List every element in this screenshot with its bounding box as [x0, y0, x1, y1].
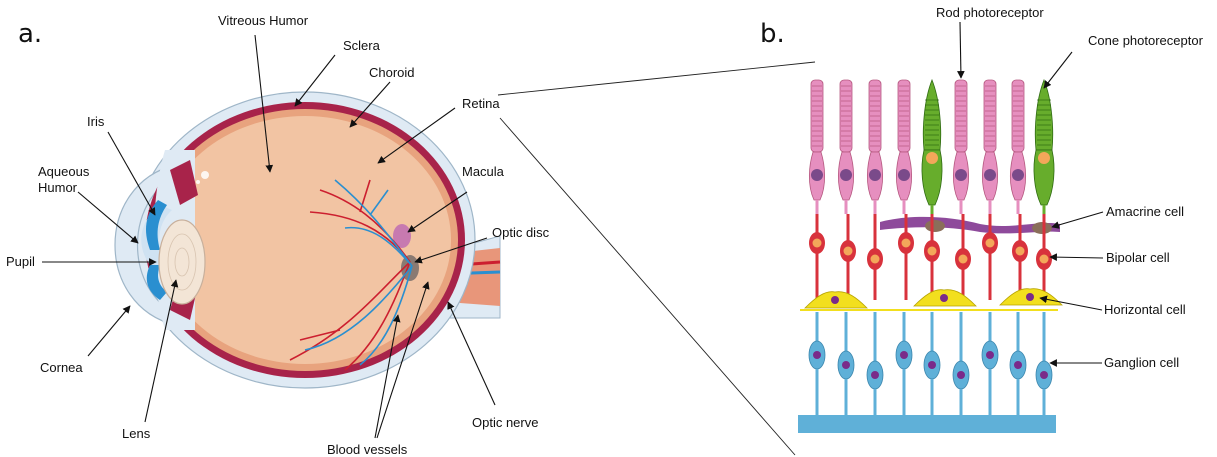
panel-a-label: a. [18, 19, 42, 49]
ganglion-nucleus [1014, 361, 1022, 369]
bipolar-nucleus [1016, 247, 1025, 256]
horizontal-nucleus [940, 294, 948, 302]
cone-nucleus [1038, 152, 1050, 164]
label-bipolar-cell: Bipolar cell [1106, 250, 1170, 265]
label-optic-nerve: Optic nerve [472, 415, 538, 430]
cone-photoreceptor-pointer [1044, 52, 1072, 88]
label-retina: Retina [462, 96, 500, 111]
label-aqueous-humor-line2: Humor [38, 180, 78, 195]
bipolar-nucleus [959, 255, 968, 264]
cone-nucleus [926, 152, 938, 164]
rod-nucleus [869, 169, 881, 181]
label-iris: Iris [87, 114, 105, 129]
rod-photoreceptor-pointer [960, 22, 961, 78]
bipolar-nucleus [813, 239, 822, 248]
rod-nucleus [898, 169, 910, 181]
label-choroid: Choroid [369, 65, 415, 80]
rod-nucleus [984, 169, 996, 181]
ganglion-nucleus [842, 361, 850, 369]
rod-nucleus [811, 169, 823, 181]
bipolar-nucleus [1040, 255, 1049, 264]
label-blood-vessels: Blood vessels [327, 442, 408, 457]
amacrine-cell-body [1032, 222, 1052, 234]
rod-nucleus [840, 169, 852, 181]
zoom-leader-top [498, 62, 815, 95]
eye-cross-section [115, 92, 500, 388]
retina-cell-layers [798, 80, 1062, 433]
ganglion-nucleus [928, 361, 936, 369]
label-amacrine-cell: Amacrine cell [1106, 204, 1184, 219]
cornea-pointer [88, 306, 130, 356]
ganglion-nucleus [813, 351, 821, 359]
zoom-leader-bottom [500, 118, 795, 455]
amacrine-cell-pointer [1052, 212, 1103, 227]
rod-nucleus [1012, 169, 1024, 181]
lens-shape [159, 220, 205, 304]
ganglion-nucleus [957, 371, 965, 379]
label-rod-photoreceptor: Rod photoreceptor [936, 5, 1044, 20]
label-cone-photoreceptor: Cone photoreceptor [1088, 33, 1204, 48]
panel-b-label: b. [760, 19, 785, 49]
bipolar-cell-pointer [1050, 257, 1103, 258]
ganglion-nucleus [871, 371, 879, 379]
label-cornea: Cornea [40, 360, 83, 375]
amacrine-cell-body [925, 220, 945, 232]
label-horizontal-cell: Horizontal cell [1104, 302, 1186, 317]
label-sclera: Sclera [343, 38, 381, 53]
nerve-fiber-layer [798, 415, 1056, 433]
bipolar-nucleus [902, 239, 911, 248]
bipolar-nucleus [986, 239, 995, 248]
label-optic-disc: Optic disc [492, 225, 550, 240]
ganglion-nucleus [900, 351, 908, 359]
label-pupil: Pupil [6, 254, 35, 269]
horizontal-nucleus [831, 296, 839, 304]
horizontal-nucleus [1026, 293, 1034, 301]
bipolar-nucleus [844, 247, 853, 256]
ganglion-nucleus [1040, 371, 1048, 379]
bipolar-nucleus [928, 247, 937, 256]
ganglion-nucleus [986, 351, 994, 359]
label-vitreous-humor: Vitreous Humor [218, 13, 309, 28]
bipolar-nucleus [871, 255, 880, 264]
label-macula: Macula [462, 164, 505, 179]
rod-nucleus [955, 169, 967, 181]
label-aqueous-humor-line1: Aqueous [38, 164, 90, 179]
label-lens: Lens [122, 426, 151, 441]
label-ganglion-cell: Ganglion cell [1104, 355, 1179, 370]
